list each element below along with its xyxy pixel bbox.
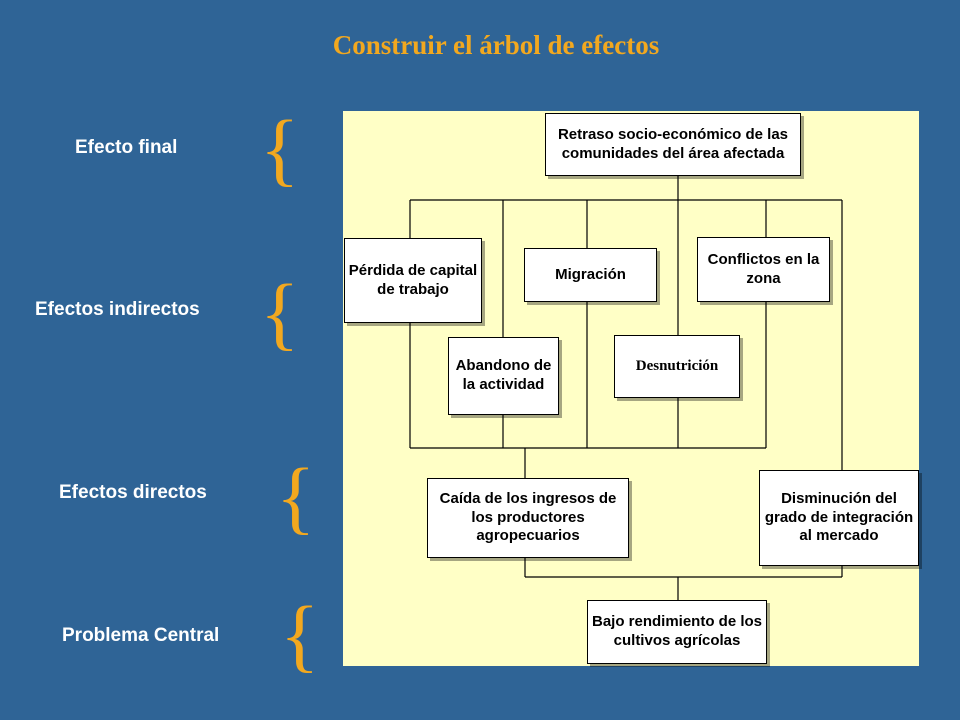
node-final-effect: Retraso socio-económico de las comunidad… xyxy=(545,113,801,176)
brace-icon-indirect: { xyxy=(260,267,300,358)
level-label-final: Efecto final xyxy=(75,137,178,158)
brace-icon-direct: { xyxy=(276,451,316,542)
level-label-central: Problema Central xyxy=(62,625,220,646)
node-conflicts: Conflictos en la zona xyxy=(697,237,830,302)
brace-icon-central: { xyxy=(280,589,320,680)
page-title: Construir el árbol de efectos xyxy=(332,30,660,60)
node-market-integration: Disminución del grado de integración al … xyxy=(759,470,919,566)
node-abandonment: Abandono de la actividad xyxy=(448,337,559,415)
node-migration: Migración xyxy=(524,248,657,302)
brace-icon-final: { xyxy=(260,103,300,194)
level-label-indirect: Efectos indirectos xyxy=(35,299,200,320)
node-malnutrition: Desnutrición xyxy=(614,335,740,398)
level-label-direct: Efectos directos xyxy=(59,482,207,503)
node-capital-loss: Pérdida de capital de trabajo xyxy=(344,238,482,323)
node-central-problem: Bajo rendimiento de los cultivos agrícol… xyxy=(587,600,767,664)
node-income-drop: Caída de los ingresos de los productores… xyxy=(427,478,629,558)
